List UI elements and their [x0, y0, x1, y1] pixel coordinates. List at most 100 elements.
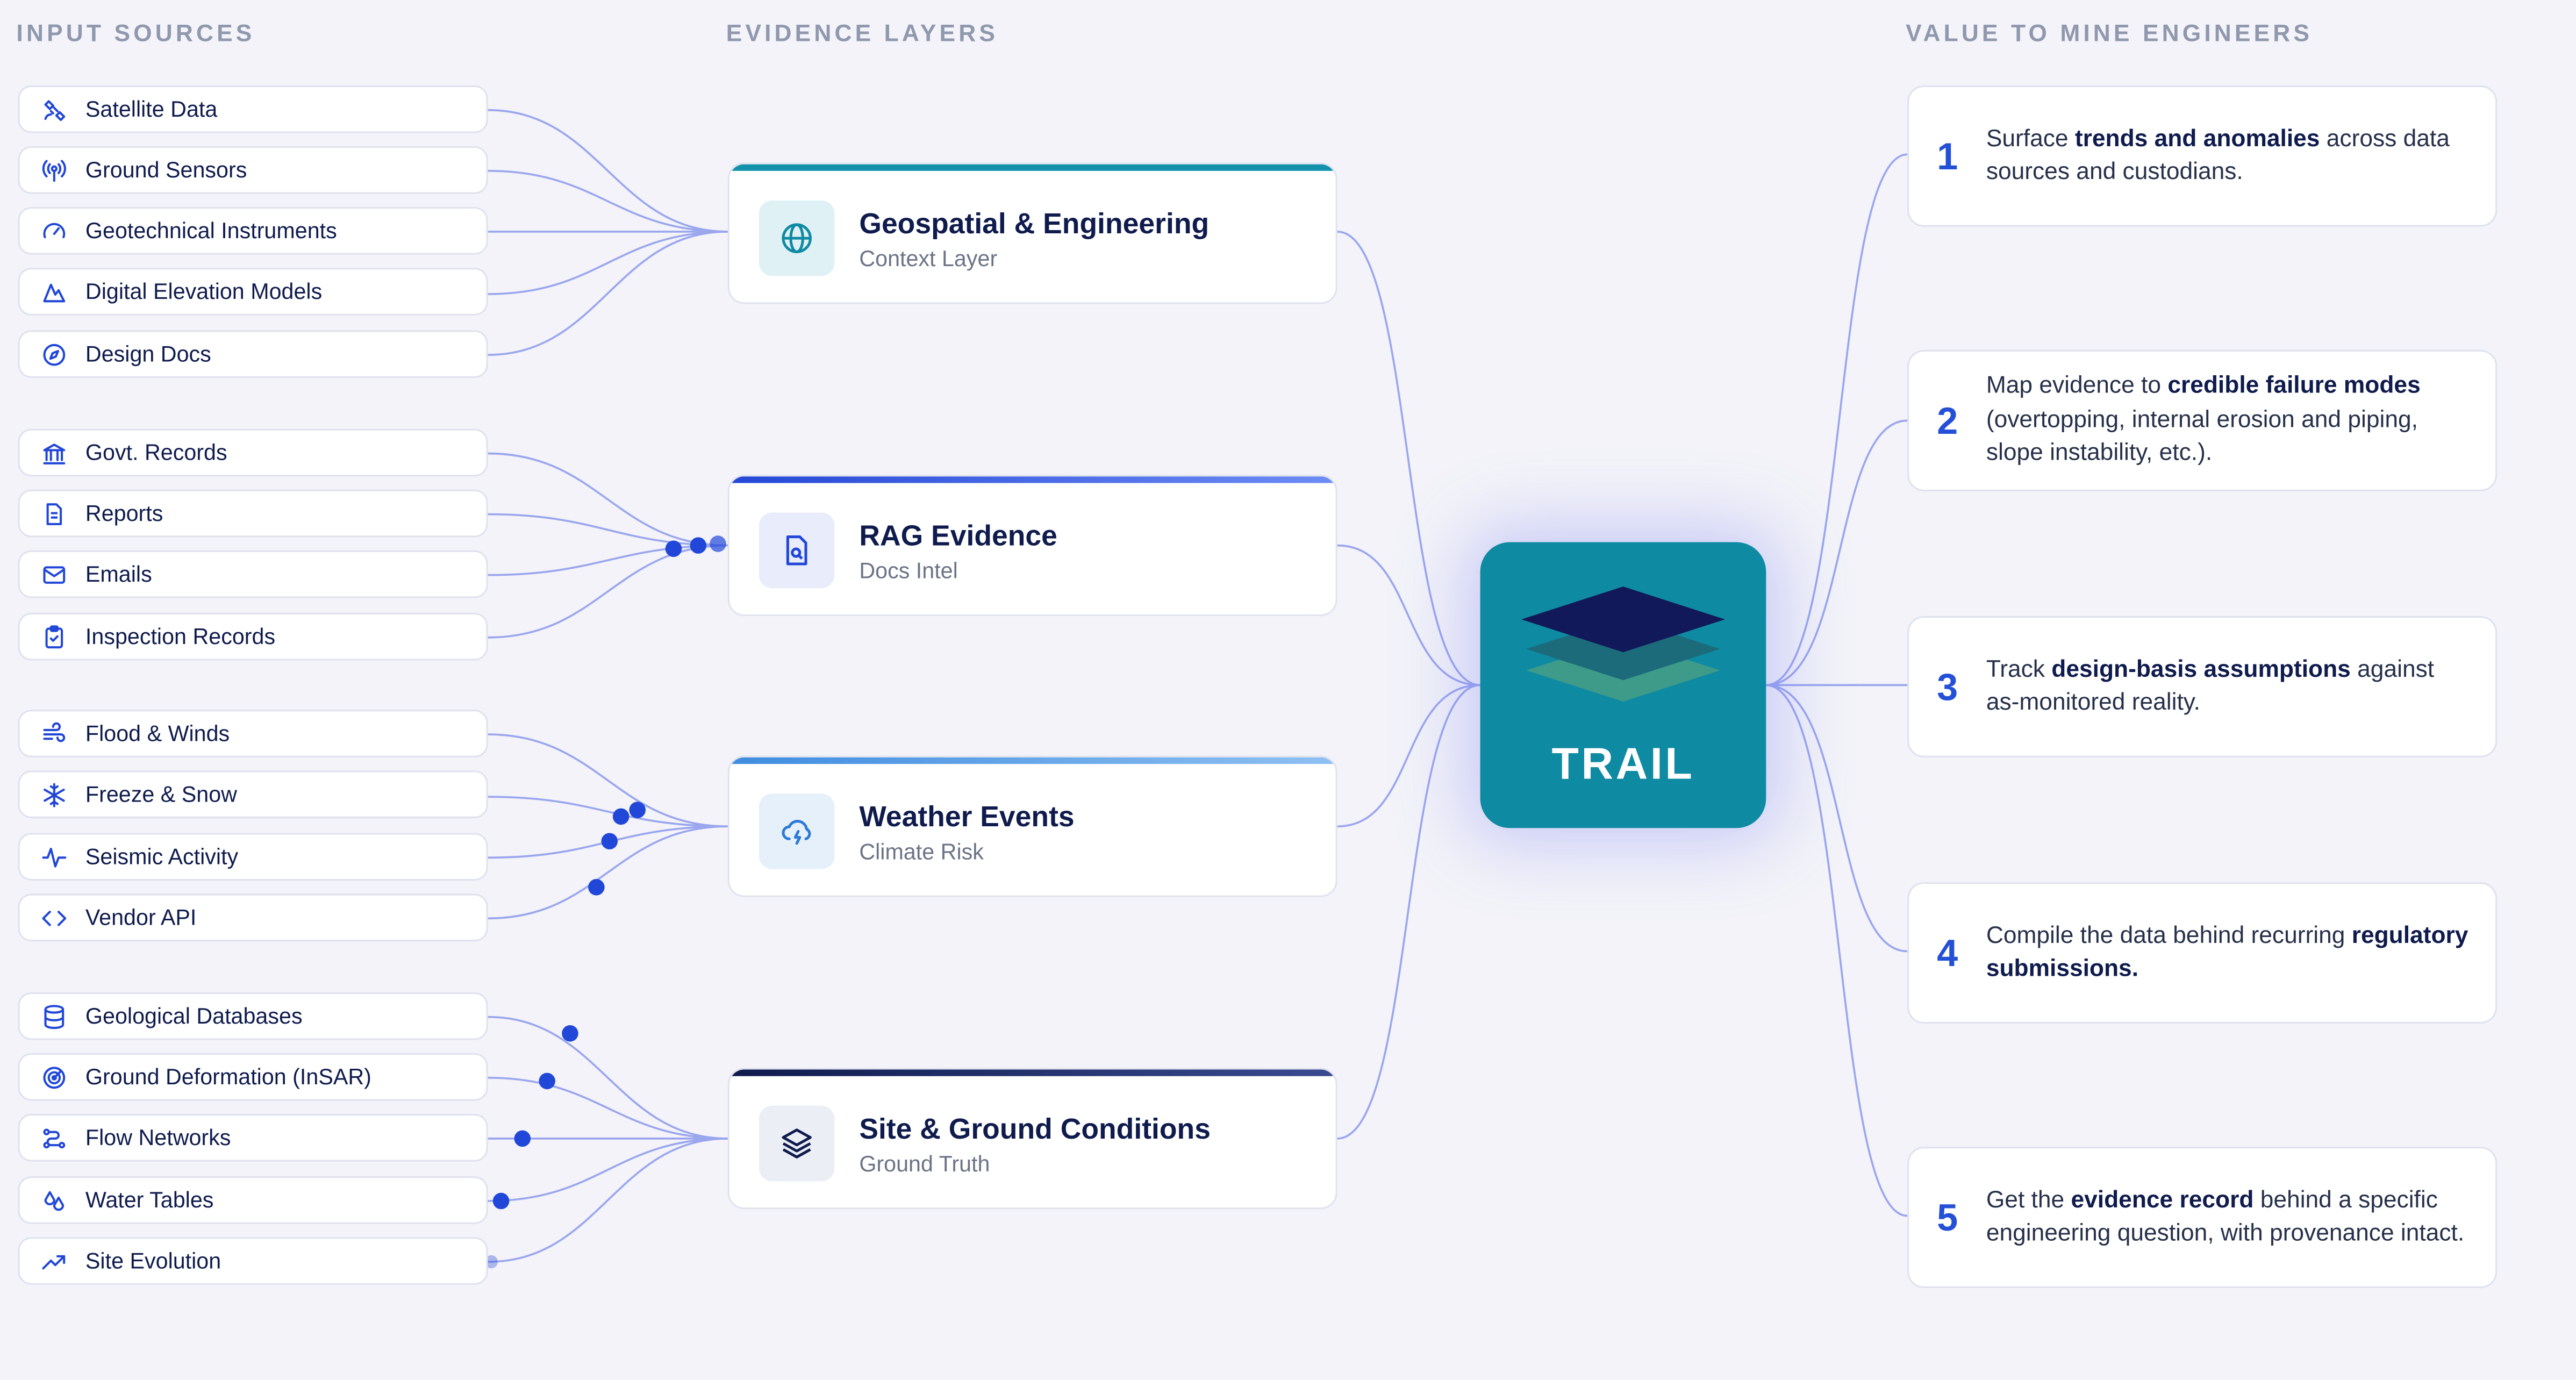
- source-connector: [488, 1016, 728, 1140]
- source-vendor-api[interactable]: Vendor API: [18, 893, 488, 942]
- source-connector: [488, 170, 728, 233]
- source-label: Flood & Winds: [85, 721, 230, 746]
- value-connector: [1766, 684, 1908, 953]
- layer-rag-evidence[interactable]: RAG Evidence Docs Intel: [727, 475, 1337, 617]
- layer-connector: [1337, 684, 1480, 828]
- cloud-lightning-icon: [759, 793, 835, 869]
- wind-icon: [39, 719, 69, 748]
- value-text: Surface trends and anomalies across data…: [1986, 125, 2450, 186]
- value-connector: [1766, 684, 1908, 1217]
- flow-dot: [665, 540, 682, 557]
- source-govt-records[interactable]: Govt. Records: [18, 428, 488, 477]
- layer-site-ground-conditions[interactable]: Site & Ground Conditions Ground Truth: [727, 1068, 1337, 1210]
- source-reports[interactable]: Reports: [18, 489, 488, 538]
- source-label: Design Docs: [85, 341, 211, 367]
- flow-dot: [514, 1130, 531, 1147]
- value-card: 4 Compile the data behind recurring regu…: [1907, 882, 2498, 1024]
- hub-name: TRAIL: [1551, 739, 1695, 789]
- value-number: 3: [1937, 664, 1958, 707]
- flow-dot: [710, 535, 726, 552]
- source-freeze-snow[interactable]: Freeze & Snow: [18, 770, 488, 818]
- mail-icon: [39, 560, 69, 589]
- stacked-layers-logo-icon: [1521, 587, 1725, 702]
- flow-dot: [601, 833, 618, 850]
- flow-dot: [690, 537, 707, 554]
- satellite-icon: [39, 95, 69, 124]
- globe-icon: [759, 200, 835, 276]
- source-inspection-records[interactable]: Inspection Records: [18, 612, 488, 661]
- layer-subtitle: Ground Truth: [859, 1152, 990, 1177]
- value-number: 2: [1937, 398, 1958, 441]
- source-ground-sensors[interactable]: Ground Sensors: [18, 146, 488, 194]
- flow-dot: [612, 808, 629, 825]
- source-flow-networks[interactable]: Flow Networks: [18, 1114, 488, 1162]
- value-text: Get the evidence record behind a specifi…: [1986, 1187, 2465, 1247]
- flow-dot: [562, 1025, 578, 1042]
- source-connector: [488, 452, 728, 547]
- value-heading: VALUE TO MINE ENGINEERS: [1906, 21, 2313, 48]
- database-icon: [39, 1002, 69, 1031]
- mountain-icon: [39, 277, 69, 306]
- source-design-docs[interactable]: Design Docs: [18, 330, 488, 378]
- source-connector: [488, 796, 728, 828]
- source-label: Vendor API: [85, 905, 197, 930]
- source-label: Reports: [85, 501, 163, 526]
- layer-connector: [1337, 684, 1480, 1140]
- source-label: Digital Elevation Models: [85, 279, 323, 304]
- value-connector: [1766, 153, 1908, 687]
- source-connector: [488, 1076, 728, 1140]
- layer-subtitle: Docs Intel: [859, 559, 958, 583]
- flow-dot: [588, 879, 605, 896]
- source-connector: [488, 231, 728, 356]
- value-number: 4: [1937, 931, 1958, 974]
- layer-subtitle: Climate Risk: [859, 839, 984, 864]
- bank-icon: [39, 438, 69, 467]
- flow-dot: [492, 1192, 510, 1210]
- layer-subtitle: Context Layer: [859, 246, 998, 271]
- flow-dot: [629, 802, 646, 818]
- layer-weather-events[interactable]: Weather Events Climate Risk: [727, 755, 1337, 897]
- source-flood-winds[interactable]: Flood & Winds: [18, 710, 488, 757]
- source-emails[interactable]: Emails: [18, 550, 488, 598]
- clipboard-check-icon: [39, 622, 69, 652]
- source-satellite-data[interactable]: Satellite Data: [18, 85, 488, 133]
- source-site-evolution[interactable]: Site Evolution: [18, 1237, 488, 1285]
- code-icon: [39, 903, 69, 932]
- value-card: 3 Track design-basis assumptions against…: [1907, 616, 2498, 757]
- layer-geospatial-engineering[interactable]: Geospatial & Engineering Context Layer: [727, 162, 1337, 304]
- input-sources-heading: INPUT SOURCES: [16, 21, 255, 48]
- source-digital-elevation-models[interactable]: Digital Elevation Models: [18, 268, 488, 316]
- source-label: Geotechnical Instruments: [85, 218, 337, 244]
- source-ground-deformation[interactable]: Ground Deformation (InSAR): [18, 1053, 488, 1101]
- source-geological-databases[interactable]: Geological Databases: [18, 992, 488, 1040]
- source-connector: [488, 544, 728, 576]
- flow-network-icon: [39, 1123, 69, 1153]
- evidence-layers-heading: EVIDENCE LAYERS: [726, 21, 999, 48]
- source-connector: [488, 231, 728, 295]
- layers-icon: [759, 1105, 835, 1182]
- source-geotechnical-instruments[interactable]: Geotechnical Instruments: [18, 207, 488, 255]
- compass-icon: [39, 339, 69, 369]
- value-number: 1: [1937, 134, 1958, 177]
- source-water-tables[interactable]: Water Tables: [18, 1176, 488, 1224]
- value-text: Compile the data behind recurring regula…: [1986, 923, 2468, 983]
- source-label: Ground Deformation (InSAR): [85, 1064, 371, 1090]
- source-seismic-activity[interactable]: Seismic Activity: [18, 833, 488, 881]
- layer-title: Weather Events: [859, 800, 1075, 833]
- value-card: 2 Map evidence to credible failure modes…: [1907, 349, 2498, 491]
- source-label: Emails: [85, 562, 152, 587]
- snowflake-icon: [39, 780, 69, 809]
- source-label: Inspection Records: [85, 624, 276, 649]
- value-text: Track design-basis assumptions against a…: [1986, 656, 2435, 717]
- source-label: Geological Databases: [85, 1004, 303, 1029]
- source-connector: [488, 513, 728, 547]
- source-connector: [488, 544, 728, 639]
- trend-up-icon: [39, 1246, 69, 1276]
- antenna-icon: [39, 155, 69, 185]
- document-icon: [39, 499, 69, 528]
- pulse-icon: [39, 842, 69, 871]
- flow-dot: [539, 1072, 555, 1090]
- value-card: 5 Get the evidence record behind a speci…: [1907, 1147, 2498, 1288]
- trail-hub[interactable]: TRAIL: [1480, 542, 1766, 828]
